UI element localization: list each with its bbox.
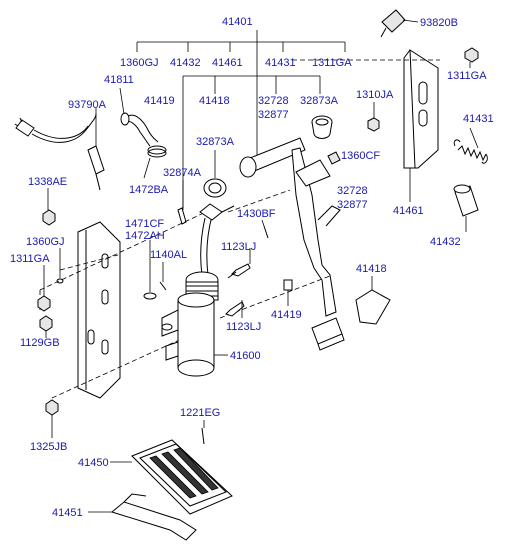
label-41419-top: 41419 [144,95,175,107]
nut-1310ja [367,102,380,132]
label-32874a: 32874A [163,167,202,179]
label-32728-mid: 32728 [337,185,368,197]
hose-clamp-1472ba [143,145,167,179]
footrest-pad-41450 [110,439,233,515]
clutch-pedal-arm [239,137,345,351]
label-1360gj-left: 1360GJ [26,236,65,248]
label-1311ga-top: 1311GA [312,57,352,69]
label-1472ah: 1472AH [125,230,165,242]
bushing-41432-right [453,184,479,232]
label-41401: 41401 [222,16,253,28]
part-labels: 41401 93820B 1360GJ 41432 41461 41431 13… [10,16,494,519]
nut-1338ae [42,188,56,226]
label-41432-right: 41432 [430,236,461,248]
label-32728-top: 32728 [258,95,289,107]
pedal-bracket-41461 [403,49,439,202]
label-41418-top: 41418 [199,95,230,107]
label-41431-top: 41431 [265,57,296,69]
label-93790a: 93790A [68,99,107,111]
pin-1430bf [261,219,269,239]
label-1310ja: 1310JA [356,89,394,101]
label-1221eg: 1221EG [180,407,220,419]
bolt-32874a [177,180,187,225]
pedal-pad-41418 [355,276,391,325]
washer-32873a [203,150,227,198]
bolt-1123lj-b [225,300,245,318]
label-1140al: 1140AL [150,249,187,261]
label-41811: 41811 [104,74,134,86]
label-1430bf: 1430BF [237,208,276,220]
pin-1140al [159,262,167,291]
label-41461-right: 41461 [393,205,424,217]
label-32873a-mid: 32873A [196,136,235,148]
clip-1471cf-1472ah [143,205,235,300]
hose-41811 [119,87,159,147]
master-cylinder-41600 [161,203,228,377]
label-32877-top: 32877 [258,109,289,121]
switch-harness-93790a [14,108,105,191]
label-41418-mid: 41418 [356,263,387,275]
pin-1221eg [201,420,205,445]
label-41450: 41450 [78,457,109,469]
switch-93820b [380,9,419,38]
label-93820b: 93820B [420,17,458,29]
label-1360gj-top: 1360GJ [120,57,159,69]
label-41431-right: 41431 [463,113,494,125]
label-1472ba: 1472BA [129,184,169,196]
fasteners-left [37,248,64,338]
label-1129gb: 1129GB [20,337,60,349]
label-1123lj-a: 1123LJ [221,241,256,253]
bushing-41419 [283,279,293,306]
clip-1360cf [327,151,341,165]
label-41451: 41451 [52,507,83,519]
bolt-1123lj-a [227,248,251,279]
left-mounting-bracket [77,221,121,399]
label-32873a-top: 32873A [300,95,339,107]
label-41600: 41600 [230,350,261,362]
footrest-bracket-41451 [88,493,197,541]
label-1338ae: 1338AE [28,176,67,188]
label-32877-mid: 32877 [337,199,368,211]
bushing-41418 [311,115,333,139]
nut-1311ga-right [464,47,479,68]
label-41432-top: 41432 [170,57,201,69]
return-spring-41431 [453,127,488,164]
label-1325jb: 1325JB [30,441,67,453]
label-1311ga-right: 1311GA [447,70,487,82]
label-1471cf: 1471CF [125,218,164,230]
label-41419-mid: 41419 [271,309,302,321]
label-1311ga-left: 1311GA [10,253,50,265]
label-1123lj-b: 1123LJ [226,321,261,333]
bolt-1325jb [45,399,59,438]
label-1360cf: 1360CF [341,150,380,162]
label-41461-top: 41461 [212,57,243,69]
